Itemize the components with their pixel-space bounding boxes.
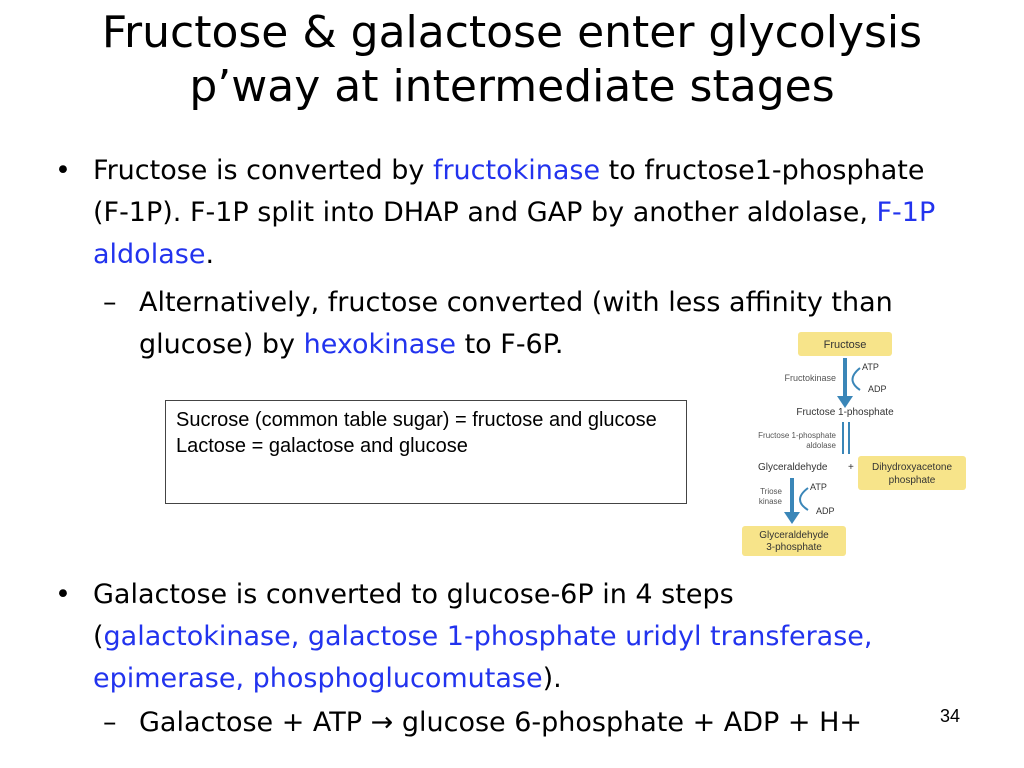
label-aldolase-1: Fructose 1-phosphate xyxy=(758,431,836,440)
text-segment: to F-6P. xyxy=(456,329,564,360)
label-fructokinase: Fructokinase xyxy=(784,373,836,383)
label-adp-2: ADP xyxy=(816,506,835,516)
arrowhead-fructokinase xyxy=(837,396,853,408)
label-glyceraldehyde: Glyceraldehyde xyxy=(758,462,828,473)
label-triose-2: kinase xyxy=(759,497,783,506)
label-gap-1: Glyceraldehyde xyxy=(759,530,829,541)
enzyme-fructokinase: fructokinase xyxy=(432,155,601,186)
title-line-2: p’way at intermediate stages xyxy=(189,61,835,112)
bullet-dot-icon: • xyxy=(55,579,71,610)
label-triose-1: Triose xyxy=(760,487,782,496)
sub-bullet-galactose-equation: – Galactose + ATP → glucose 6-phosphate … xyxy=(103,702,993,744)
bullet-galactose-text: Galactose is converted to glucose-6P in … xyxy=(93,574,943,700)
text-segment: Fructose is converted by xyxy=(93,155,433,186)
label-adp-1: ADP xyxy=(868,384,887,394)
title-line-1: Fructose & galactose enter glycolysis xyxy=(101,7,923,58)
fructose-pathway-diagram: Fructose Fructokinase ATP ADP Fructose 1… xyxy=(742,332,966,556)
arrow-atp-adp-1 xyxy=(851,367,861,391)
box-dhap xyxy=(858,456,966,490)
enzyme-f1p-aldolase: F-1P aldolase xyxy=(93,197,936,270)
bullet-fructose: • Fructose is converted by fructokinase … xyxy=(55,150,945,276)
label-dhap-2: phosphate xyxy=(889,475,936,486)
label-aldolase-2: aldolase xyxy=(806,441,836,450)
bullet-galactose: • Galactose is converted to glucose-6P i… xyxy=(55,574,945,700)
sub-bullet-dash-icon: – xyxy=(103,287,117,318)
slide-title: Fructose & galactose enter glycolysis p’… xyxy=(0,6,1024,114)
enzyme-hexokinase: hexokinase xyxy=(303,329,457,360)
box-gap xyxy=(742,526,846,556)
text-segment: Galactose is converted to glucose-6P in … xyxy=(93,579,734,652)
text-segment: to fructose1-phosphate (F-1P). F-1P spli… xyxy=(93,155,925,228)
sub-bullet-hexokinase: – Alternatively, fructose converted (wit… xyxy=(103,282,993,366)
note-sucrose: Sucrose (common table sugar) = fructose … xyxy=(176,409,657,431)
bullet-fructose-text: Fructose is converted by fructokinase to… xyxy=(93,150,943,276)
galactose-equation: Galactose + ATP → glucose 6-phosphate + … xyxy=(139,707,863,738)
note-lactose: Lactose = galactose and glucose xyxy=(176,435,468,457)
label-f1p: Fructose 1-phosphate xyxy=(796,407,894,418)
bullet-dot-icon: • xyxy=(55,155,71,186)
arrow-atp-adp-2 xyxy=(799,487,809,511)
label-plus: + xyxy=(848,462,854,473)
text-segment: ). xyxy=(542,663,562,694)
label-atp-2: ATP xyxy=(810,482,827,492)
page-number: 34 xyxy=(940,706,961,726)
label-atp-1: ATP xyxy=(862,362,879,372)
sub-bullet-hexokinase-text: Alternatively, fructose converted (with … xyxy=(139,282,939,366)
label-gap-2: 3-phosphate xyxy=(766,542,822,553)
label-dhap-1: Dihydroxyacetone xyxy=(872,462,952,473)
box-fructose xyxy=(798,332,892,356)
arrowhead-triose-kinase xyxy=(784,512,800,524)
label-fructose: Fructose xyxy=(824,339,867,351)
enzyme-list-galactose: galactokinase, galactose 1-phosphate uri… xyxy=(93,621,873,694)
text-segment: . xyxy=(205,239,215,270)
sub-bullet-dash-icon: – xyxy=(103,707,117,738)
text-segment: Alternatively, fructose converted (with … xyxy=(139,287,893,360)
sugar-note-box: Sucrose (common table sugar) = fructose … xyxy=(165,400,687,504)
